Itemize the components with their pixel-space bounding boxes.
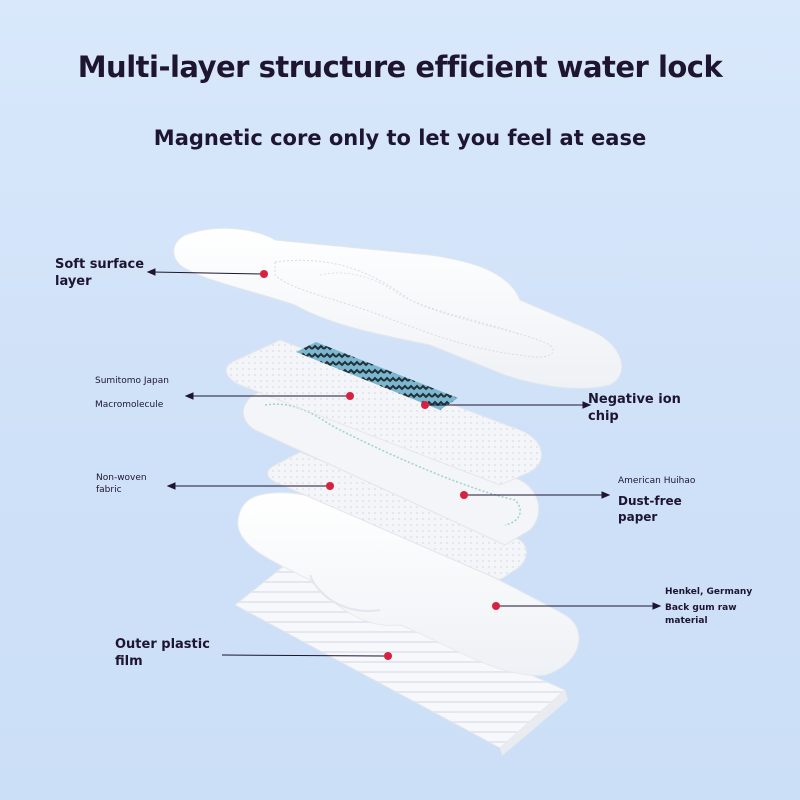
callout-line-soft-surface: [151, 271, 265, 275]
label-outer-plastic: Outer plastic film: [115, 637, 210, 671]
label-henkel-line2: Back gum raw: [665, 602, 737, 613]
marker-negative-ion: [421, 401, 429, 409]
label-outer-plastic-line1: Outer plastic: [115, 637, 210, 652]
marker-non-woven: [326, 482, 334, 490]
marker-soft-surface: [260, 270, 268, 278]
label-non-woven-line1: Non-woven: [96, 473, 147, 483]
label-soft-surface: Soft surface layer: [55, 257, 144, 291]
label-sumitomo: Sumitomo Japan Macromolecule: [95, 376, 169, 411]
callout-line-outer-plastic: [221, 654, 389, 657]
label-american-line1: American Huihao: [618, 476, 696, 486]
marker-outer-plastic: [384, 652, 392, 660]
label-outer-plastic-line2: film: [115, 653, 143, 669]
page-title: Multi-layer structure efficient water lo…: [77, 50, 723, 84]
label-soft-surface-line1: Soft surface: [55, 257, 145, 272]
label-dust-free: Dust-free paper: [618, 494, 682, 525]
callout-arrow-henkel: [652, 602, 662, 610]
label-soft-surface-line2: layer: [55, 273, 92, 289]
marker-sumitomo: [346, 392, 354, 400]
label-non-woven-line2: fabric: [96, 484, 122, 495]
callout-arrow-dust-free: [601, 491, 611, 499]
label-american: American Huihao: [618, 476, 695, 488]
label-dust-free-line1: Dust-free: [618, 494, 682, 508]
label-henkel: Henkel, Germany Back gum raw material: [665, 586, 752, 629]
callout-arrow-sumitomo: [184, 392, 194, 400]
macromolecule-layer: [225, 339, 542, 486]
label-negative-ion: Negative ion chip: [588, 392, 681, 426]
label-dust-free-line2: paper: [618, 509, 658, 524]
label-negative-ion-line2: chip: [588, 408, 619, 424]
page-subtitle: Magnetic core only to let you feel at ea…: [153, 126, 647, 150]
marker-henkel: [492, 602, 500, 610]
label-sumitomo-line2: Macromolecule: [95, 399, 164, 410]
label-henkel-line3: material: [665, 616, 708, 626]
marker-dust-free: [460, 491, 468, 499]
callout-arrow-negative-ion: [582, 401, 592, 409]
negative-ion-chip: [296, 342, 458, 410]
callout-arrow-non-woven: [166, 482, 176, 490]
callout-arrow-soft-surface: [146, 268, 156, 276]
label-sumitomo-line1: Sumitomo Japan: [95, 376, 169, 386]
label-henkel-line1: Henkel, Germany: [665, 587, 753, 597]
label-non-woven: Non-woven fabric: [96, 473, 147, 496]
soft-surface-layer: [173, 227, 623, 389]
label-negative-ion-line1: Negative ion: [588, 392, 681, 407]
